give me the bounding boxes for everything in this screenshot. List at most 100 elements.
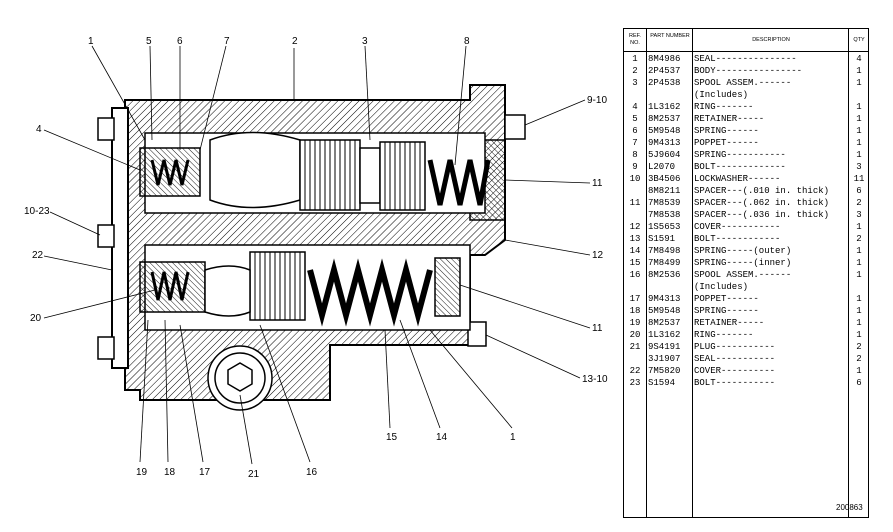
part-number-cell: 7M8499 bbox=[648, 258, 681, 268]
part-number-cell: 5M9548 bbox=[648, 306, 681, 316]
ref-no-cell: 23 bbox=[629, 378, 641, 388]
callout-1-top: 1 bbox=[88, 36, 94, 47]
callout-16: 16 bbox=[306, 467, 318, 478]
qty-cell: 2 bbox=[856, 354, 862, 364]
qty-cell: 6 bbox=[856, 186, 862, 196]
ref-no-cell: 2 bbox=[632, 66, 638, 76]
callout-2: 2 bbox=[292, 36, 298, 47]
callout-12: 12 bbox=[592, 250, 604, 261]
qty-cell: 1 bbox=[856, 318, 862, 328]
part-number-cell: 3B4506 bbox=[648, 174, 681, 184]
callout-11-lower: 11 bbox=[592, 323, 603, 334]
ref-no-cell: 10 bbox=[629, 174, 641, 184]
callout-14: 14 bbox=[436, 432, 448, 443]
description-cell: SPOOL ASSEM.------ bbox=[694, 270, 792, 280]
callout-10-23: 10-23 bbox=[24, 206, 50, 217]
figure-number: 200863 bbox=[836, 503, 863, 512]
callout-8: 8 bbox=[464, 36, 470, 47]
description-cell: SPACER---(.062 in. thick) bbox=[694, 198, 830, 208]
part-number-cell: S1591 bbox=[648, 234, 676, 244]
description-cell: SPRING------ bbox=[694, 126, 759, 136]
callout-11-upper: 11 bbox=[592, 178, 603, 189]
part-number-cell: 7M8538 bbox=[648, 210, 681, 220]
description-cell: BOLT------------- bbox=[694, 162, 786, 172]
qty-cell: 1 bbox=[856, 78, 862, 88]
ref-no-cell: 14 bbox=[629, 246, 641, 256]
qty-cell: 1 bbox=[856, 258, 862, 268]
description-cell: (Includes) bbox=[694, 90, 749, 100]
description-cell: POPPET------ bbox=[694, 138, 759, 148]
callout-21: 21 bbox=[248, 469, 260, 480]
description-cell: RETAINER----- bbox=[694, 114, 765, 124]
description-cell: BOLT------------ bbox=[694, 234, 781, 244]
part-number-cell: 2P4538 bbox=[648, 78, 681, 88]
part-number-cell: 8M4986 bbox=[648, 54, 681, 64]
table-row: (Includes) bbox=[624, 281, 868, 293]
ref-no-cell: 15 bbox=[629, 258, 641, 268]
description-cell: SPACER---(.010 in. thick) bbox=[694, 186, 830, 196]
qty-cell: 1 bbox=[856, 366, 862, 376]
ref-no-cell: 11 bbox=[629, 198, 641, 208]
description-cell: RING------- bbox=[694, 102, 754, 112]
callout-18: 18 bbox=[164, 467, 176, 478]
qty-cell: 3 bbox=[856, 162, 862, 172]
qty-cell: 2 bbox=[856, 198, 862, 208]
part-number-cell: S1594 bbox=[648, 378, 676, 388]
table-row: 15 7M8499 SPRING-----(inner) 1 bbox=[624, 257, 868, 269]
qty-cell: 11 bbox=[853, 174, 865, 184]
ref-no-cell: 9 bbox=[632, 162, 638, 172]
part-number-cell: 7M8539 bbox=[648, 198, 681, 208]
qty-cell: 2 bbox=[856, 342, 862, 352]
qty-cell: 1 bbox=[856, 246, 862, 256]
qty-cell: 1 bbox=[856, 102, 862, 112]
qty-cell: 1 bbox=[856, 126, 862, 136]
qty-cell: 1 bbox=[856, 294, 862, 304]
description-cell: BODY---------------- bbox=[694, 66, 803, 76]
qty-cell: 1 bbox=[856, 330, 862, 340]
description-cell: PLUG----------- bbox=[694, 342, 776, 352]
part-number-cell: 1L3162 bbox=[648, 102, 681, 112]
part-number-cell: 5M9548 bbox=[648, 126, 681, 136]
part-number-cell: 3J1907 bbox=[648, 354, 681, 364]
valve-cross-section-diagram: 1 5 6 7 2 3 8 9-10 4 11 10-23 12 22 20 1… bbox=[24, 36, 608, 480]
part-number-cell: 8M2536 bbox=[648, 270, 681, 280]
part-number-cell: 5J9604 bbox=[648, 150, 681, 160]
description-cell: RING------- bbox=[694, 330, 754, 340]
callout-1-bottom: 1 bbox=[510, 432, 516, 443]
description-cell: RETAINER----- bbox=[694, 318, 765, 328]
description-cell: SPRING-----(inner) bbox=[694, 258, 792, 268]
description-cell: SEAL--------------- bbox=[694, 54, 797, 64]
description-cell: COVER----------- bbox=[694, 222, 781, 232]
part-number-cell: 9S4191 bbox=[648, 342, 681, 352]
upper-bore bbox=[139, 131, 491, 214]
ref-no-cell: 6 bbox=[632, 126, 638, 136]
qty-cell: 1 bbox=[856, 138, 862, 148]
part-number-cell: 8M2537 bbox=[648, 114, 681, 124]
qty-cell: 1 bbox=[856, 306, 862, 316]
header-description: DESCRIPTION bbox=[752, 37, 790, 43]
description-cell: POPPET------ bbox=[694, 294, 759, 304]
description-cell: BOLT----------- bbox=[694, 378, 776, 388]
part-number-cell: 7M5820 bbox=[648, 366, 681, 376]
part-number-cell: L2070 bbox=[648, 162, 676, 172]
plug bbox=[207, 345, 273, 411]
part-number-cell: 8M2537 bbox=[648, 318, 681, 328]
header-part-number: PART NUMBER bbox=[650, 33, 690, 39]
callout-7: 7 bbox=[224, 36, 230, 47]
